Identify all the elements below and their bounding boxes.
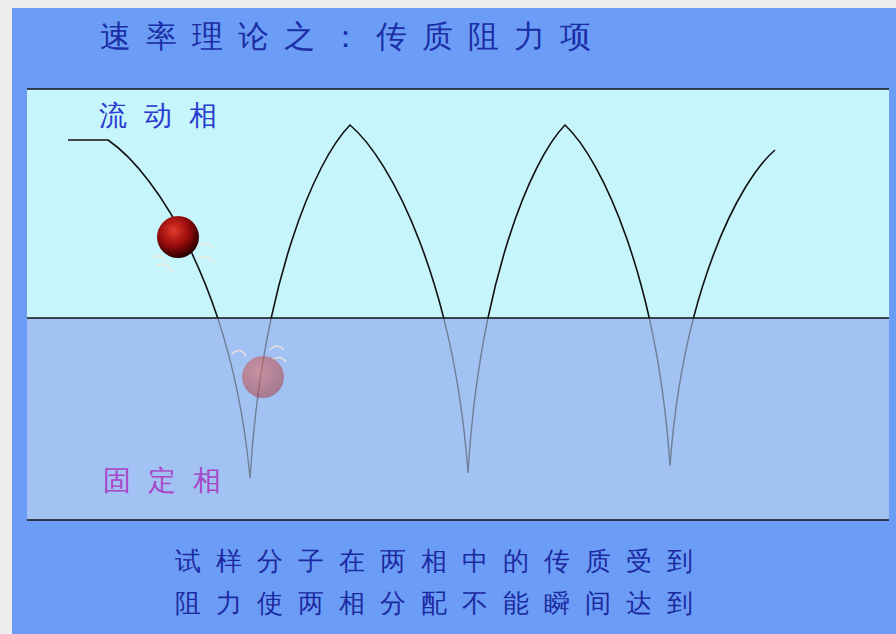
title-holder: 速率理论之：传质阻力项 (100, 18, 660, 55)
molecule-ball (157, 216, 199, 258)
trajectory-line (68, 125, 775, 318)
phase-label: 流动相 (99, 101, 234, 132)
boundary-line (27, 519, 889, 521)
motion-marks (152, 243, 286, 362)
blue-ground (12, 8, 896, 634)
phase-band: 流动相 (27, 89, 889, 318)
path-curve-stationary (68, 318, 775, 478)
phase-label: 固定相 (103, 466, 238, 497)
caption-holder: 试样分子在两相中的传质受到 阻力使两相分配不能瞬间达到 (146, 540, 736, 624)
trajectory-line-faded (68, 318, 775, 478)
path-curve-mobile (68, 125, 775, 318)
interface-line (27, 317, 889, 319)
title: 速率理论之：传质阻力项 (100, 18, 660, 55)
phase-band: 固定相 (27, 318, 889, 520)
molecule-ghost (242, 356, 284, 398)
boundary-line (27, 88, 889, 90)
caption: 试样分子在两相中的传质受到 阻力使两相分配不能瞬间达到 (146, 540, 736, 624)
